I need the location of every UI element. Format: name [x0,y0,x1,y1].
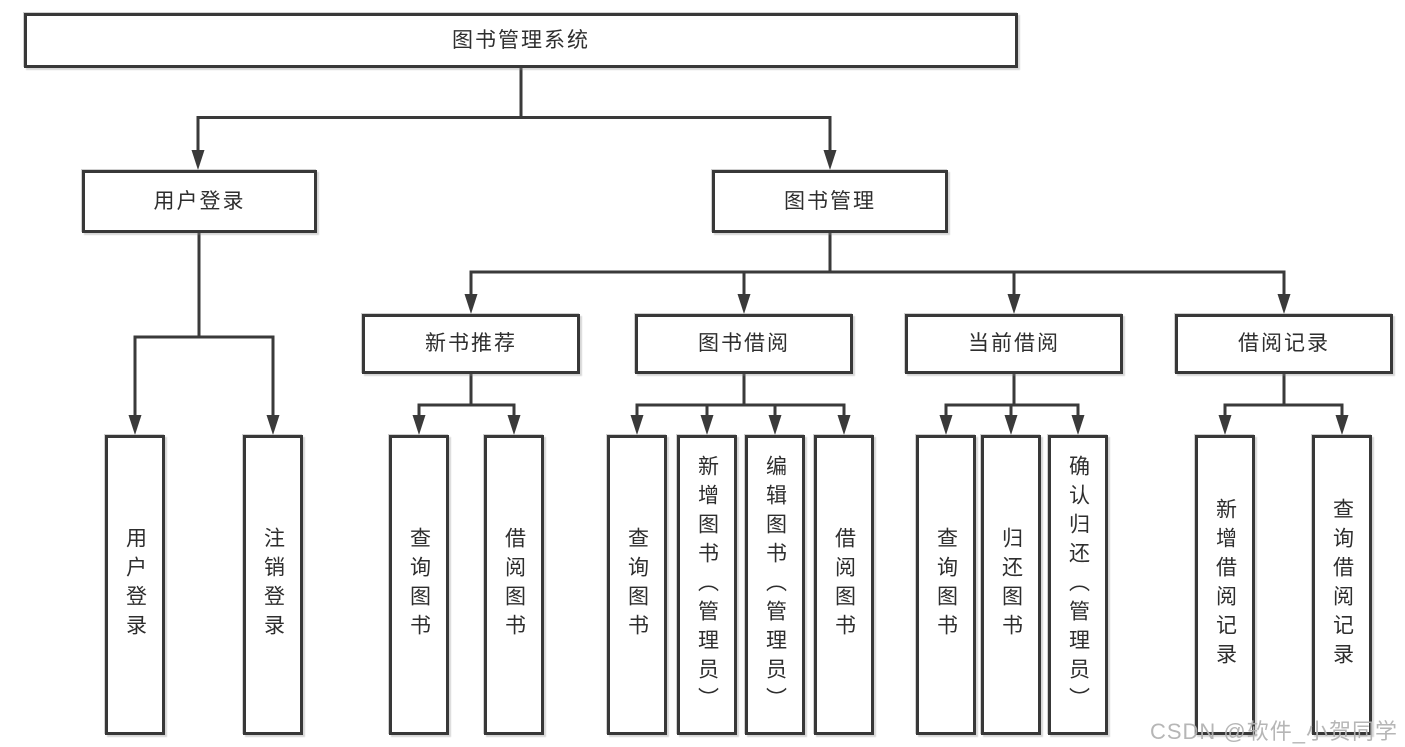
node-confirm-return-admin: 确认归还（管理员） [1048,435,1108,735]
node-label: 图书借阅 [698,332,790,356]
csdn-watermark: CSDN @软件_小贺同学 [1149,719,1398,744]
node-add-books-admin: 新增图书（管理员） [677,435,737,735]
node-user-login-leaf: 用户登录 [105,435,165,735]
node-borrowing-records: 借阅记录 [1175,314,1393,374]
node-query-books: 查询图书 [389,435,449,735]
node-add-borrow-record: 新增借阅记录 [1195,435,1255,735]
node-book-management: 图书管理 [712,170,948,233]
node-label: 借阅记录 [1238,332,1330,356]
node-edit-books-admin: 编辑图书（管理员） [745,435,805,735]
node-library-management-system: 图书管理系统 [24,13,1018,68]
node-new-book-recommendation: 新书推荐 [362,314,580,374]
node-label: 当前借阅 [968,332,1060,356]
node-label: 查询图书 [407,527,431,643]
node-borrow-books: 借阅图书 [484,435,544,735]
node-label: 用户登录 [153,189,246,213]
node-query-books: 查询图书 [916,435,976,735]
node-logout: 注销登录 [243,435,303,735]
node-label: 图书管理系统 [452,28,590,52]
node-label: 新书推荐 [425,332,517,356]
node-label: 注销登录 [261,527,285,643]
node-label: 查询图书 [934,527,958,643]
node-label: 新增图书（管理员） [695,454,719,716]
node-label: 借阅图书 [832,527,856,643]
node-label: 借阅图书 [502,527,526,643]
node-label: 归还图书 [999,527,1023,643]
node-label: 图书管理 [784,189,876,213]
node-label: 查询图书 [625,527,649,643]
node-query-books: 查询图书 [607,435,667,735]
node-book-borrowing: 图书借阅 [635,314,853,374]
node-return-books: 归还图书 [981,435,1041,735]
node-label: 确认归还（管理员） [1066,454,1090,716]
node-borrow-books: 借阅图书 [814,435,874,735]
node-query-borrow-record: 查询借阅记录 [1312,435,1372,735]
node-label: 用户登录 [123,527,147,643]
node-user-login: 用户登录 [82,170,317,233]
node-label: 新增借阅记录 [1213,498,1237,672]
node-label: 编辑图书（管理员） [763,454,787,716]
node-label: 查询借阅记录 [1330,498,1354,672]
node-current-borrowing: 当前借阅 [905,314,1123,374]
